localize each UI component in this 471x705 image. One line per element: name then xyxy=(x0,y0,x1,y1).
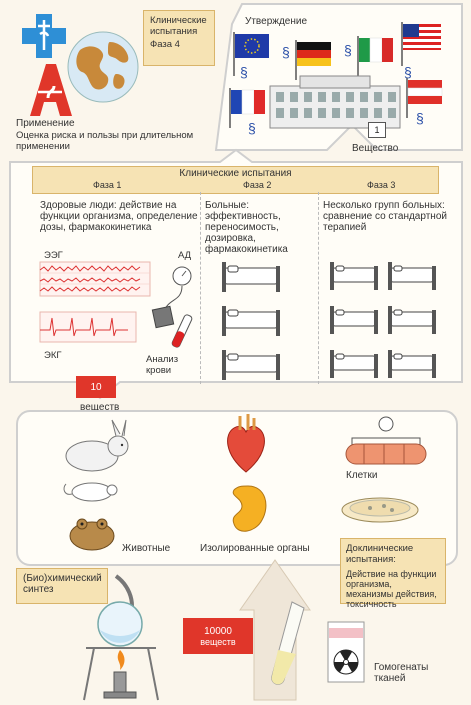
ten-substances-count: 10 xyxy=(90,381,102,393)
ten-substances-box: 10 xyxy=(76,376,116,398)
rabbit-icon xyxy=(65,419,129,472)
frog-icon xyxy=(69,518,115,551)
synthesis-note: (Био)химический синтез xyxy=(16,568,108,604)
blood-pressure-cuff-icon xyxy=(151,266,192,329)
organs-label: Изолированные органы xyxy=(200,543,310,554)
mouse-icon xyxy=(63,482,118,502)
blood-tube-icon xyxy=(171,314,193,348)
phase4-title: Клинические испытания xyxy=(150,15,207,37)
section-sign-5: § xyxy=(248,120,256,136)
phase2-title: Фаза 2 xyxy=(243,180,272,190)
eeg-chart-icon xyxy=(39,261,151,297)
synthesis-label: (Био)химический синтез xyxy=(23,573,102,595)
globe-icon xyxy=(67,31,139,103)
agency-building-icon xyxy=(269,75,401,129)
ten-thousand-box: 10000 веществ xyxy=(183,618,253,654)
preclinical-title: Доклинические испытания: xyxy=(346,543,414,565)
us-flag-icon xyxy=(401,22,441,66)
phase3-beds-icon xyxy=(329,261,437,379)
phase3-text: Несколько групп больных: сравнение со ст… xyxy=(323,200,447,233)
radioactive-beaker-icon xyxy=(327,621,365,683)
preclinical-note: Доклинические испытания: Действие на фун… xyxy=(340,538,446,609)
phase-divider-2 xyxy=(318,192,319,384)
ten-substances-label: веществ xyxy=(80,402,120,413)
phase4-note: Клинические испытания Фаза 4 xyxy=(143,10,215,66)
risk-benefit-text: Оценка риска и пользы при длительном при… xyxy=(16,130,194,152)
phase-divider-1 xyxy=(200,192,201,384)
approval-label: Утверждение xyxy=(245,16,308,27)
pharmacy-cross-icon xyxy=(22,14,66,58)
ten-thousand-count: 10000 xyxy=(204,625,232,637)
clinical-title: Клинические испытания xyxy=(179,168,292,179)
heart-organ-icon xyxy=(227,414,265,473)
section-sign-1: § xyxy=(240,64,248,80)
top-region: Применение Оценка риска и пользы при дли… xyxy=(0,0,471,160)
tissue-bath-icon xyxy=(345,416,427,465)
preclinical-text: Действие на функции организма, механизмы… xyxy=(346,569,437,609)
blood-test-label: Анализ крови xyxy=(146,354,179,376)
apotheke-logo-icon xyxy=(30,64,72,116)
petri-dish-icon xyxy=(341,497,419,523)
section-sign-4: § xyxy=(404,64,412,80)
ten-thousand-unit: веществ xyxy=(200,636,236,647)
substance-label: Вещество xyxy=(352,143,399,154)
cells-label: Клетки xyxy=(346,470,378,481)
french-flag-icon xyxy=(229,88,265,128)
test-tube-icon xyxy=(271,601,305,685)
flask-burner-icon xyxy=(83,574,159,701)
clinical-header: Клинические испытания Фаза 1 Фаза 2 Фаза… xyxy=(32,166,439,194)
phase3-title: Фаза 3 xyxy=(367,180,396,190)
ecg-label: ЭКГ xyxy=(44,350,62,361)
italian-flag-icon xyxy=(357,36,393,76)
phase1-text: Здоровые люди: действие на функции орган… xyxy=(40,200,198,233)
eu-flag-icon xyxy=(233,32,269,76)
phase2-text: Больные: эффективность, переносимость, д… xyxy=(205,200,288,255)
kidney-organ-icon xyxy=(232,485,267,532)
application-label: Применение xyxy=(16,118,75,129)
upward-arrow-icon xyxy=(239,559,311,701)
section-sign-6: § xyxy=(416,110,424,126)
german-flag-icon xyxy=(295,40,331,80)
substance-count-box: 1 xyxy=(368,122,386,138)
eeg-label: ЭЭГ xyxy=(44,250,63,261)
section-sign-3: § xyxy=(344,42,352,58)
section-sign-2: § xyxy=(282,44,290,60)
substance-count: 1 xyxy=(374,125,380,135)
austrian-flag-icon xyxy=(406,78,443,118)
homogenates-label: Гомогенаты тканей xyxy=(374,662,429,684)
animals-label: Животные xyxy=(122,543,171,554)
phase2-beds-icon xyxy=(221,262,281,381)
ecg-chart-icon xyxy=(39,311,137,343)
phase1-title: Фаза 1 xyxy=(93,180,122,190)
phase4-subtitle: Фаза 4 xyxy=(150,39,180,50)
bp-label: АД xyxy=(178,250,192,261)
